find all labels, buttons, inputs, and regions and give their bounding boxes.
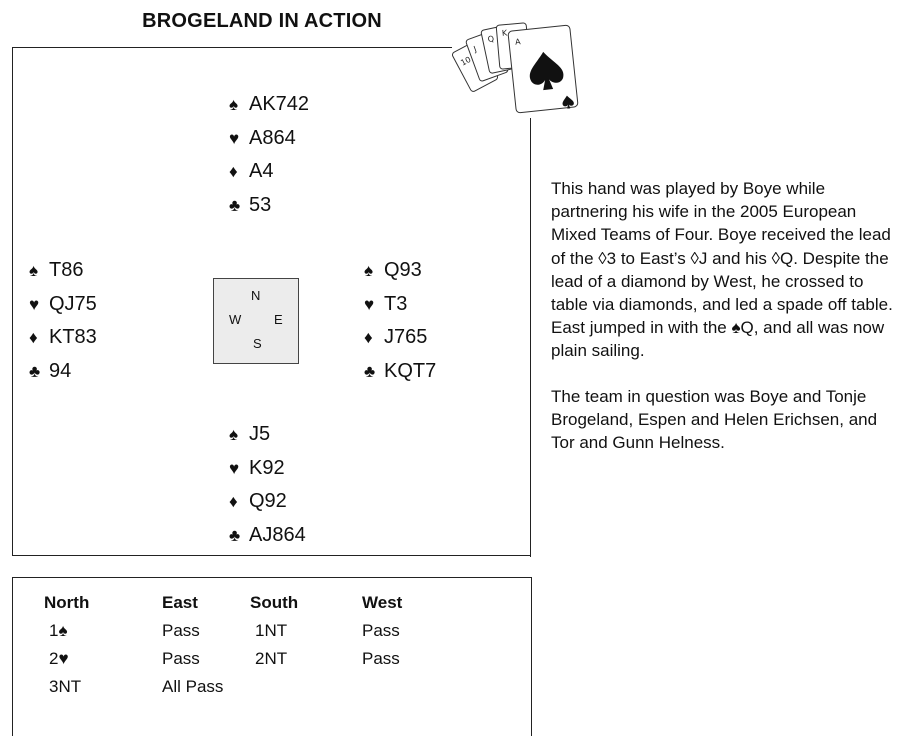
- auction-bid: Pass: [362, 649, 400, 668]
- compass-west: W: [229, 312, 242, 327]
- auction-bid: Pass: [162, 649, 200, 668]
- auction-bid: [250, 673, 362, 701]
- west-hand: ♠T86 ♥QJ75 ♦KT83 ♣94: [29, 254, 97, 388]
- club-icon: ♣: [229, 195, 241, 215]
- west-hearts: ♥QJ75: [29, 288, 97, 322]
- auction-table: North East South West 1♠ Pass 1NT Pass 2…: [44, 589, 462, 701]
- auction-bid: 2♥: [49, 649, 69, 668]
- deal-frame-top: [12, 47, 452, 48]
- compass-box: N W E S: [213, 278, 299, 364]
- north-hand: ♠AK742 ♥A864 ♦A4 ♣53: [229, 88, 309, 222]
- heart-icon: ♥: [229, 458, 240, 478]
- spade-icon: ♠: [229, 425, 239, 444]
- narrative: This hand was played by Boye while partn…: [551, 177, 901, 454]
- deal-frame: [12, 47, 531, 556]
- auction-header-row: North East South West: [44, 589, 462, 617]
- narrative-paragraph: The team in question was Boye and Tonje …: [551, 386, 878, 453]
- spade-icon: ♠: [364, 261, 374, 280]
- svg-text:10: 10: [459, 55, 472, 68]
- auction-bid: Pass: [162, 621, 200, 640]
- playing-cards-fan-icon: 10 J Q K A: [452, 22, 579, 114]
- east-clubs: ♣KQT7: [364, 355, 436, 389]
- compass-north: N: [251, 288, 261, 303]
- deal-frame-right: [530, 118, 531, 557]
- north-spades: ♠AK742: [229, 88, 309, 122]
- heart-icon: ♥: [29, 294, 40, 314]
- south-diamonds: ♦Q92: [229, 485, 306, 519]
- south-hearts: ♥K92: [229, 452, 306, 486]
- east-spades: ♠Q93: [364, 254, 436, 288]
- auction-header: West: [362, 593, 403, 612]
- north-hearts: ♥A864: [229, 122, 309, 156]
- diamond-icon: ♦: [229, 162, 238, 181]
- west-clubs: ♣94: [29, 355, 97, 389]
- auction-bid: 2NT: [255, 649, 288, 668]
- auction-bid: [362, 673, 462, 701]
- north-clubs: ♣53: [229, 189, 309, 223]
- auction-row: 1♠ Pass 1NT Pass: [44, 617, 462, 645]
- spade-icon: ♠: [29, 261, 39, 280]
- auction-header: South: [250, 593, 299, 612]
- page-title: BROGELAND IN ACTION: [142, 10, 382, 32]
- heart-icon: ♥: [229, 128, 240, 148]
- auction-row: 3NT All Pass: [44, 673, 462, 701]
- diamond-icon: ♦: [29, 328, 38, 347]
- compass-south: S: [253, 336, 262, 351]
- south-hand: ♠J5 ♥K92 ♦Q92 ♣AJ864: [229, 418, 306, 552]
- west-spades: ♠T86: [29, 254, 97, 288]
- club-icon: ♣: [229, 525, 241, 545]
- west-diamonds: ♦KT83: [29, 321, 97, 355]
- auction-header: East: [162, 593, 198, 612]
- auction-bid: 1♠: [49, 621, 68, 640]
- auction-bid: Pass: [362, 621, 400, 640]
- auction-frame: [12, 577, 532, 736]
- svg-text:A: A: [515, 37, 522, 47]
- south-clubs: ♣AJ864: [229, 519, 306, 553]
- narrative-paragraph: This hand was played by Boye while partn…: [551, 179, 893, 361]
- club-icon: ♣: [364, 361, 376, 381]
- east-hearts: ♥T3: [364, 288, 436, 322]
- svg-text:Q: Q: [487, 34, 495, 44]
- auction-row: 2♥ Pass 2NT Pass: [44, 645, 462, 673]
- auction-bid: 1NT: [255, 621, 288, 640]
- east-diamonds: ♦J765: [364, 321, 436, 355]
- svg-text:K: K: [501, 28, 508, 37]
- auction-bid: 3NT: [49, 677, 82, 696]
- auction-header: North: [44, 593, 90, 612]
- auction-bid: All Pass: [162, 677, 224, 696]
- diamond-icon: ♦: [364, 328, 373, 347]
- svg-text:J: J: [472, 45, 478, 55]
- north-diamonds: ♦A4: [229, 155, 309, 189]
- east-hand: ♠Q93 ♥T3 ♦J765 ♣KQT7: [364, 254, 436, 388]
- diamond-icon: ♦: [229, 492, 238, 511]
- club-icon: ♣: [29, 361, 41, 381]
- spade-icon: ♠: [229, 95, 239, 114]
- south-spades: ♠J5: [229, 418, 306, 452]
- compass-east: E: [274, 312, 283, 327]
- heart-icon: ♥: [364, 294, 375, 314]
